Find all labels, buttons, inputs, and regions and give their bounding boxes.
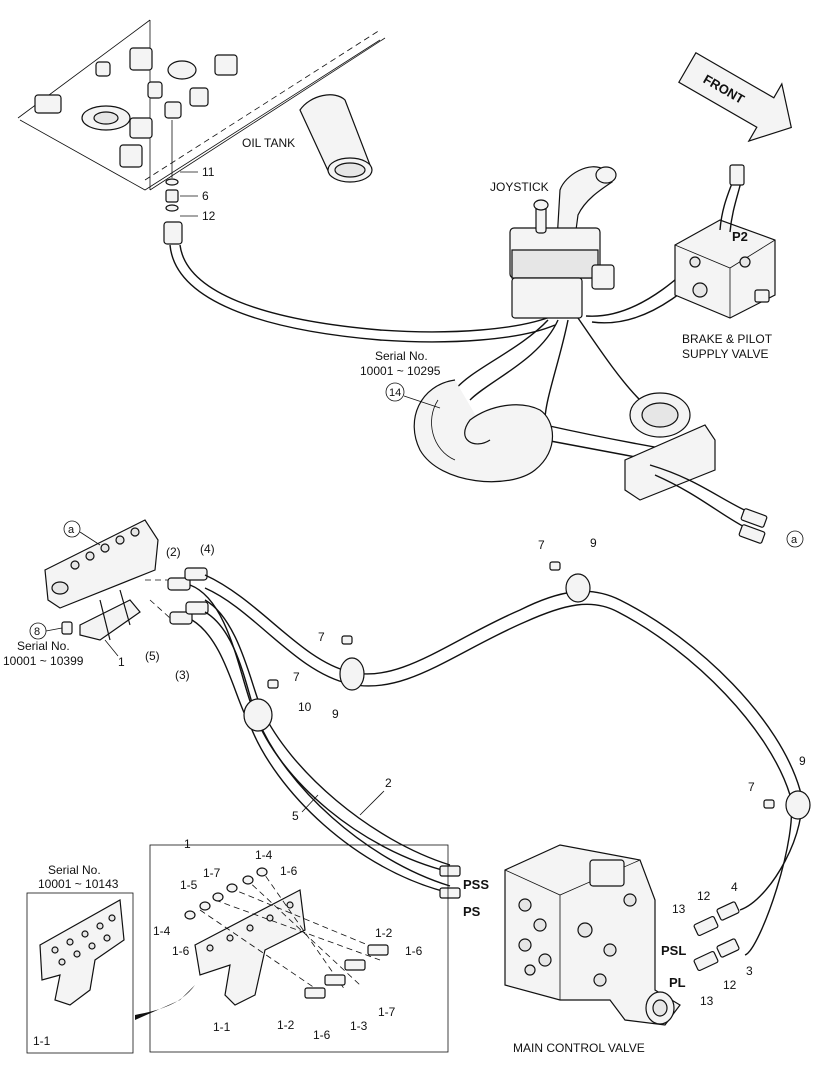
detail-1-box bbox=[149, 844, 449, 1053]
callout-13a: 13 bbox=[672, 902, 686, 916]
callout-4: 4 bbox=[731, 880, 738, 894]
callout-7-clamp-d: 7 bbox=[748, 780, 755, 794]
brake-valve-label-line1: BRAKE & PILOT bbox=[682, 332, 773, 346]
joystick bbox=[509, 166, 617, 319]
pss-fitting bbox=[439, 865, 461, 877]
callout-6: 6 bbox=[202, 189, 209, 203]
callout-1-bracket: 1 bbox=[118, 655, 125, 669]
detail-1-7b: 1-7 bbox=[378, 1005, 396, 1019]
callout-10: 10 bbox=[298, 700, 312, 714]
clamps bbox=[243, 561, 811, 820]
callout-paren-5: (5) bbox=[145, 649, 160, 663]
inset-serial-box bbox=[26, 892, 134, 1054]
callout-3: 3 bbox=[746, 964, 753, 978]
left-hose-fittings bbox=[145, 567, 209, 625]
inset-serial-title: Serial No. bbox=[48, 863, 101, 877]
detail-1-4a: 1-4 bbox=[255, 848, 273, 862]
detail-1-bracket bbox=[184, 867, 389, 1006]
callout-13b: 13 bbox=[700, 994, 714, 1008]
left-manifold-bracket bbox=[44, 519, 159, 641]
marker-a-left-text: a bbox=[68, 524, 75, 536]
detail-1-5: 1-5 bbox=[180, 878, 198, 892]
detail-1-2a: 1-2 bbox=[375, 926, 393, 940]
callout-paren-4: (4) bbox=[200, 542, 215, 556]
psl-pl-fittings bbox=[693, 901, 740, 972]
callout-12: 12 bbox=[202, 209, 216, 223]
callout-hose-2: 2 bbox=[385, 776, 392, 790]
pss-port-label: PSS bbox=[463, 877, 489, 892]
psl-port-label: PSL bbox=[661, 943, 686, 958]
main-control-valve bbox=[504, 844, 681, 1026]
callout-9-clamp-c: 9 bbox=[799, 754, 806, 768]
callout-circle-14 bbox=[385, 382, 405, 402]
callout-8: 8 bbox=[34, 626, 40, 638]
callout-hose-5: 5 bbox=[292, 809, 299, 823]
callout-12a: 12 bbox=[697, 889, 711, 903]
ps-port-label: PS bbox=[463, 904, 481, 919]
detail-1-2b: 1-2 bbox=[277, 1018, 295, 1032]
serial-14-title: Serial No. bbox=[375, 349, 428, 363]
inset-callout-1-1: 1-1 bbox=[33, 1034, 51, 1048]
detail-1-6a: 1-6 bbox=[280, 864, 298, 878]
brake-pilot-supply-valve bbox=[674, 164, 776, 319]
joystick-label: JOYSTICK bbox=[490, 180, 549, 194]
inset-arrow bbox=[135, 985, 195, 1020]
callout-7-clamp-b: 7 bbox=[538, 538, 545, 552]
brake-valve-label-line2: SUPPLY VALVE bbox=[682, 347, 769, 361]
marker-a-left bbox=[63, 520, 81, 538]
marker-a-right bbox=[786, 530, 804, 548]
callout-9-clamp-b: 9 bbox=[590, 536, 597, 550]
detail-1-7a: 1-7 bbox=[203, 866, 221, 880]
ps-fitting bbox=[439, 887, 461, 899]
tank-fitting-stack bbox=[163, 120, 198, 245]
detail-1-6c: 1-6 bbox=[405, 944, 423, 958]
callout-12b: 12 bbox=[723, 978, 737, 992]
detail-1-callout: 1 bbox=[184, 837, 191, 851]
callout-7-clamp-a: 7 bbox=[318, 630, 325, 644]
callout-14: 14 bbox=[389, 387, 401, 399]
serial-14-range: 10001 ~ 10295 bbox=[360, 364, 441, 378]
callout-paren-3: (3) bbox=[175, 668, 190, 682]
inset-serial-bracket bbox=[39, 899, 125, 1006]
marker-a-right-text: a bbox=[791, 534, 798, 546]
front-arrow bbox=[678, 51, 792, 143]
oil-tank-label: OIL TANK bbox=[242, 136, 295, 150]
callout-9-clamp-a: 9 bbox=[332, 707, 339, 721]
hose-guide-bracket bbox=[624, 392, 768, 544]
serial-8-title: Serial No. bbox=[17, 639, 70, 653]
callout-11: 11 bbox=[202, 165, 215, 179]
callout-paren-2: (2) bbox=[166, 545, 181, 559]
detail-1-1: 1-1 bbox=[213, 1020, 231, 1034]
pl-port-label: PL bbox=[669, 975, 686, 990]
oil-tank bbox=[17, 19, 386, 191]
callout-7-clamp-c: 7 bbox=[293, 670, 300, 684]
detail-1-6b: 1-6 bbox=[172, 944, 190, 958]
inset-serial-range: 10001 ~ 10143 bbox=[38, 877, 119, 891]
detail-1-6d: 1-6 bbox=[313, 1028, 331, 1042]
main-control-valve-label: MAIN CONTROL VALVE bbox=[513, 1041, 645, 1055]
detail-1-3: 1-3 bbox=[350, 1019, 368, 1033]
detail-1-4b: 1-4 bbox=[153, 924, 171, 938]
serial-8-range: 10001 ~ 10399 bbox=[3, 654, 84, 668]
p2-label: P2 bbox=[732, 229, 748, 244]
